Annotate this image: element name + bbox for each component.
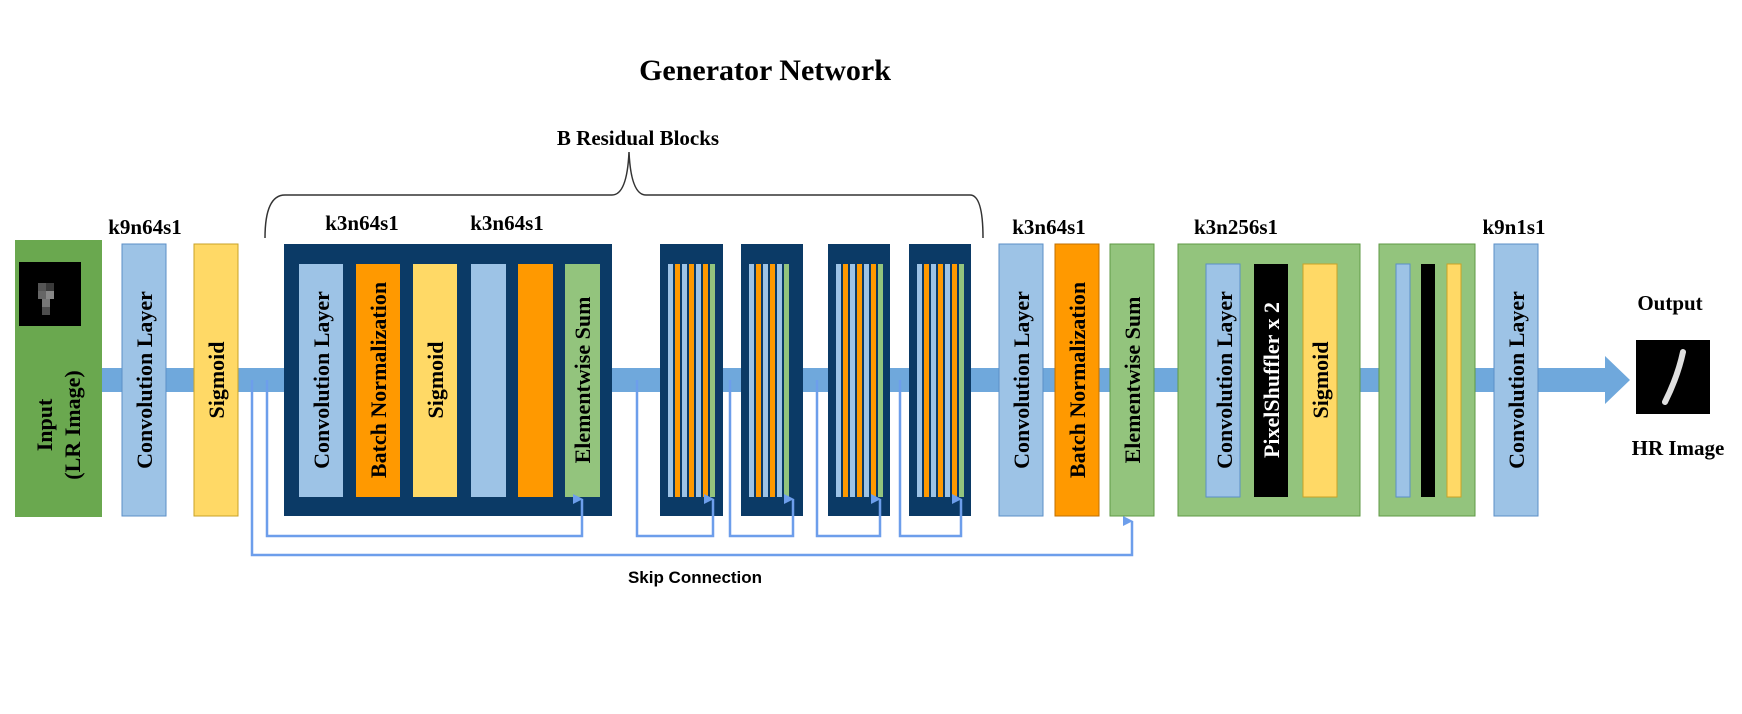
skip-connection-label: Skip Connection [628,568,762,587]
res-elementwise-sum [565,264,600,497]
upsample-conv-layer-label: Convolution Layer [1212,291,1237,469]
sigmoid-first-label: Sigmoid [204,341,229,418]
collapsed-residual-blocks [660,244,971,516]
res-conv-layer-1-label: Convolution Layer [309,291,334,469]
collapsed-block-layer-stripe [850,264,855,497]
upsample2-sigmoid [1446,263,1462,498]
diagram-title: Generator Network [639,54,891,87]
pixelshuffler-label: PixelShuffler x 2 [1259,302,1284,458]
res-skip-connection-3 [728,380,795,538]
collapsed-block-layer-stripe [749,264,754,497]
upsample-sigmoid-label: Sigmoid [1308,341,1333,418]
conv-spec-upsample: k3n256s1 [1194,215,1278,239]
res-batchnorm-1 [356,264,400,497]
collapsed-block-layer-stripe [843,264,848,497]
conv-spec-post: k3n64s1 [1012,215,1086,239]
output-label: Output [1637,291,1702,315]
conv-spec-last: k9n1s1 [1482,215,1545,239]
upsample-sigmoid [1302,263,1338,498]
residual-blocks-brace [264,151,984,239]
collapsed-block-layer-stripe [931,264,936,497]
conv-layer-first [121,243,167,517]
conv-layer-last [1493,243,1539,517]
res-skip-connection-2 [635,380,715,538]
lr-image-pixel [38,291,46,299]
lr-image-pixel [42,307,50,315]
upsample-conv-layer [1205,263,1241,498]
conv-spec-res-a: k3n64s1 [325,211,399,235]
collapsed-block-layer-stripe [777,264,782,497]
collapsed-block-layer-stripe [770,264,775,497]
collapsed-block-layer-stripe [763,264,768,497]
collapsed-block-layer-stripe [938,264,943,497]
collapsed-block-layer-stripe [871,264,876,497]
res-skip-connection-4 [815,380,882,538]
lr-image-pixel [46,291,54,299]
collapsed-block-layer-stripe [917,264,922,497]
hr-image-label: HR Image [1632,436,1725,460]
elementwise-sum-post-label: Elementwise Sum [1120,297,1145,464]
collapsed-block-layer-stripe [945,264,950,497]
collapsed-block-layer-stripe [675,264,680,497]
elementwise-sum-post [1109,243,1155,517]
input-label-line2: (LR Image) [60,370,85,479]
collapsed-block-layer-stripe [668,264,673,497]
lr-image-pixel [42,299,50,307]
res-conv-layer-1 [299,264,343,497]
skip-connections [250,380,1134,557]
collapsed-block-layer-stripe [959,264,964,497]
input-label: Input (LR Image) [32,370,85,479]
hr-image-stroke [1662,349,1686,405]
collapsed-block-layer-stripe [924,264,929,497]
collapsed-block-layer-stripe [710,264,715,497]
collapsed-block-layer-stripe [696,264,701,497]
conv-layer-last-label: Convolution Layer [1504,291,1529,469]
collapsed-block-layer-stripe [952,264,957,497]
batchnorm-post-label: Batch Normalization [1065,282,1090,478]
collapsed-block-layer-stripe [784,264,789,497]
pixelshuffler [1254,264,1288,497]
collapsed-block-layer-stripe [836,264,841,497]
collapsed-block-layer-stripe [857,264,862,497]
collapsed-block-layer-stripe [689,264,694,497]
res-conv-layer-2 [471,264,506,497]
res-sigmoid-label: Sigmoid [423,341,448,418]
collapsed-block-layer-stripe [756,264,761,497]
res-sigmoid [413,264,457,497]
global-skip-connection [250,380,1134,557]
conv-layer-post [998,243,1044,517]
res-batchnorm-1-label: Batch Normalization [366,282,391,478]
collapsed-block-layer-stripe [682,264,687,497]
upsample2-pixelshuffler [1421,264,1435,497]
res-elementwise-sum-label: Elementwise Sum [570,297,595,464]
collapsed-block-layer-stripe [864,264,869,497]
batchnorm-post [1054,243,1100,517]
input-label-line1: Input [32,398,57,451]
res-batchnorm-2 [518,264,553,497]
collapsed-block-layer-stripe [703,264,708,497]
upsample2-conv-layer [1395,263,1411,498]
conv-layer-first-label: Convolution Layer [132,291,157,469]
main-flow-arrowhead [1605,356,1630,404]
lr-image-pixel [38,283,46,291]
conv-spec-first: k9n64s1 [108,215,182,239]
res-skip-connection-1 [265,380,584,538]
collapsed-block-layer-stripe [878,264,883,497]
conv-layer-post-label: Convolution Layer [1009,291,1034,469]
lr-image-pixel [46,283,54,291]
sigmoid-first [193,243,239,517]
conv-spec-res-b: k3n64s1 [470,211,544,235]
residual-blocks-label: B Residual Blocks [557,126,719,150]
res-skip-connection-5 [898,380,963,538]
